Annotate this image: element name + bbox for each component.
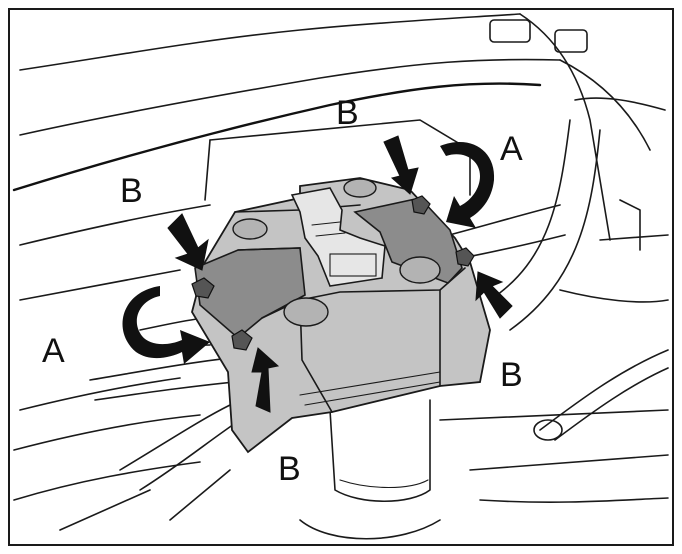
callout-b-right: B — [500, 356, 523, 394]
lock-tab-left — [191, 277, 215, 299]
callout-a-left: A — [42, 332, 65, 370]
callout-a-right: A — [500, 130, 523, 168]
push-arrow-icon — [251, 347, 280, 413]
push-arrow-icon — [167, 213, 209, 271]
center-plug — [290, 187, 386, 287]
boss-front — [283, 297, 329, 327]
push-arrows — [167, 135, 513, 413]
lock-tab-bottom — [231, 329, 253, 351]
lock-tab-right — [455, 247, 475, 267]
rotate-arrows — [122, 141, 495, 364]
boss-top-left — [232, 218, 268, 240]
boss-top-right — [343, 178, 377, 198]
curved-rotate-arrow-icon — [122, 286, 210, 364]
callout-b-bottom: B — [278, 450, 301, 488]
callout-b-left: B — [120, 172, 143, 210]
background-line-art — [12, 13, 669, 540]
push-arrow-icon — [383, 135, 419, 195]
lock-tab-top-right — [411, 195, 431, 215]
callout-b-top: B — [336, 94, 359, 132]
boss-mid-right — [399, 256, 441, 284]
curved-rotate-arrow-icon — [440, 141, 495, 228]
push-arrow-icon — [475, 271, 513, 319]
